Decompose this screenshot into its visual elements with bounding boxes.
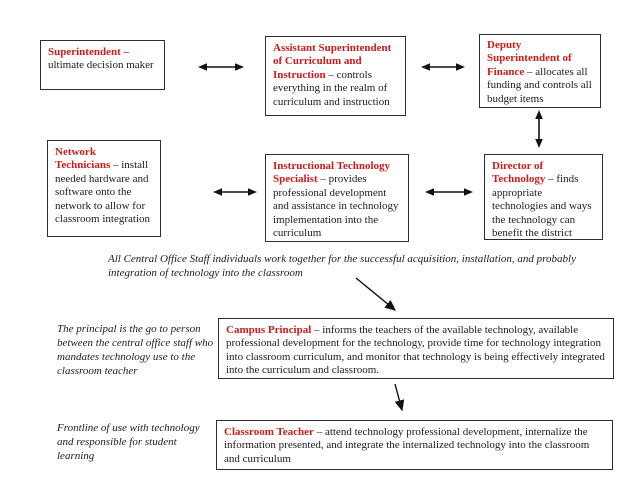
- central-office-staff-note: All Central Office Staff individuals wor…: [108, 253, 576, 280]
- instructional-technology-specialist-title: Instructional Technology Specialist: [273, 160, 391, 186]
- director-of-technology-body: – finds appropriate technologies and way…: [492, 173, 592, 240]
- assistant-superintendent-title: Assistant Superintendent of Curriculum a…: [273, 42, 392, 81]
- campus-principal-body: – informs the teachers of the available …: [226, 324, 605, 377]
- double-arrow-specialist-director-icon: [425, 188, 473, 196]
- double-arrow-network-specialist-icon: [213, 188, 257, 196]
- campus-principal-title: Campus Principal: [226, 324, 312, 336]
- superintendent-box: Superintendent – ultimate decision maker: [40, 40, 165, 90]
- double-arrow-superintendent-assistant-icon: [198, 63, 244, 71]
- network-technicians-box: Network Technicians – install needed har…: [47, 140, 161, 237]
- superintendent-body: ultimate decision maker: [48, 59, 154, 72]
- network-technicians-title: Network Technicians: [55, 146, 111, 172]
- assistant-superintendent-body: – controls everything in the realm of cu…: [273, 68, 390, 108]
- classroom-teacher-box: Classroom Teacher – attend technology pr…: [216, 420, 613, 470]
- double-arrow-assistant-deputy-icon: [421, 63, 465, 71]
- arrow-staff-to-principal-icon: [355, 277, 397, 311]
- deputy-superintendent-title: Deputy Superintendent of Finance: [487, 39, 572, 78]
- director-of-technology-title: Director of Technology: [492, 160, 546, 186]
- director-of-technology-box: Director of Technology – finds appropria…: [484, 154, 603, 240]
- instructional-technology-specialist-box: Instructional Technology Specialist – pr…: [265, 154, 409, 242]
- classroom-teacher-body: – attend technology professional develop…: [224, 426, 590, 465]
- double-arrow-deputy-director-icon: [535, 110, 543, 148]
- teacher-role-note: Frontline of use with technology and res…: [57, 422, 200, 463]
- deputy-superintendent-box: Deputy Superintendent of Finance – alloc…: [479, 34, 601, 108]
- assistant-superintendent-box: Assistant Superintendent of Curriculum a…: [265, 36, 406, 116]
- instructional-technology-specialist-body: – provides professional development and …: [273, 173, 399, 240]
- classroom-teacher-title: Classroom Teacher: [224, 426, 314, 438]
- network-technicians-body: – install needed hardware and software o…: [55, 159, 151, 226]
- superintendent-title: Superintendent –: [48, 46, 129, 58]
- campus-principal-box: Campus Principal – informs the teachers …: [218, 318, 614, 379]
- arrow-principal-to-teacher-icon: [394, 383, 405, 412]
- principal-role-note: The principal is the go to person betwee…: [57, 323, 214, 378]
- deputy-superintendent-body: – allocates all funding and controls all…: [487, 65, 592, 105]
